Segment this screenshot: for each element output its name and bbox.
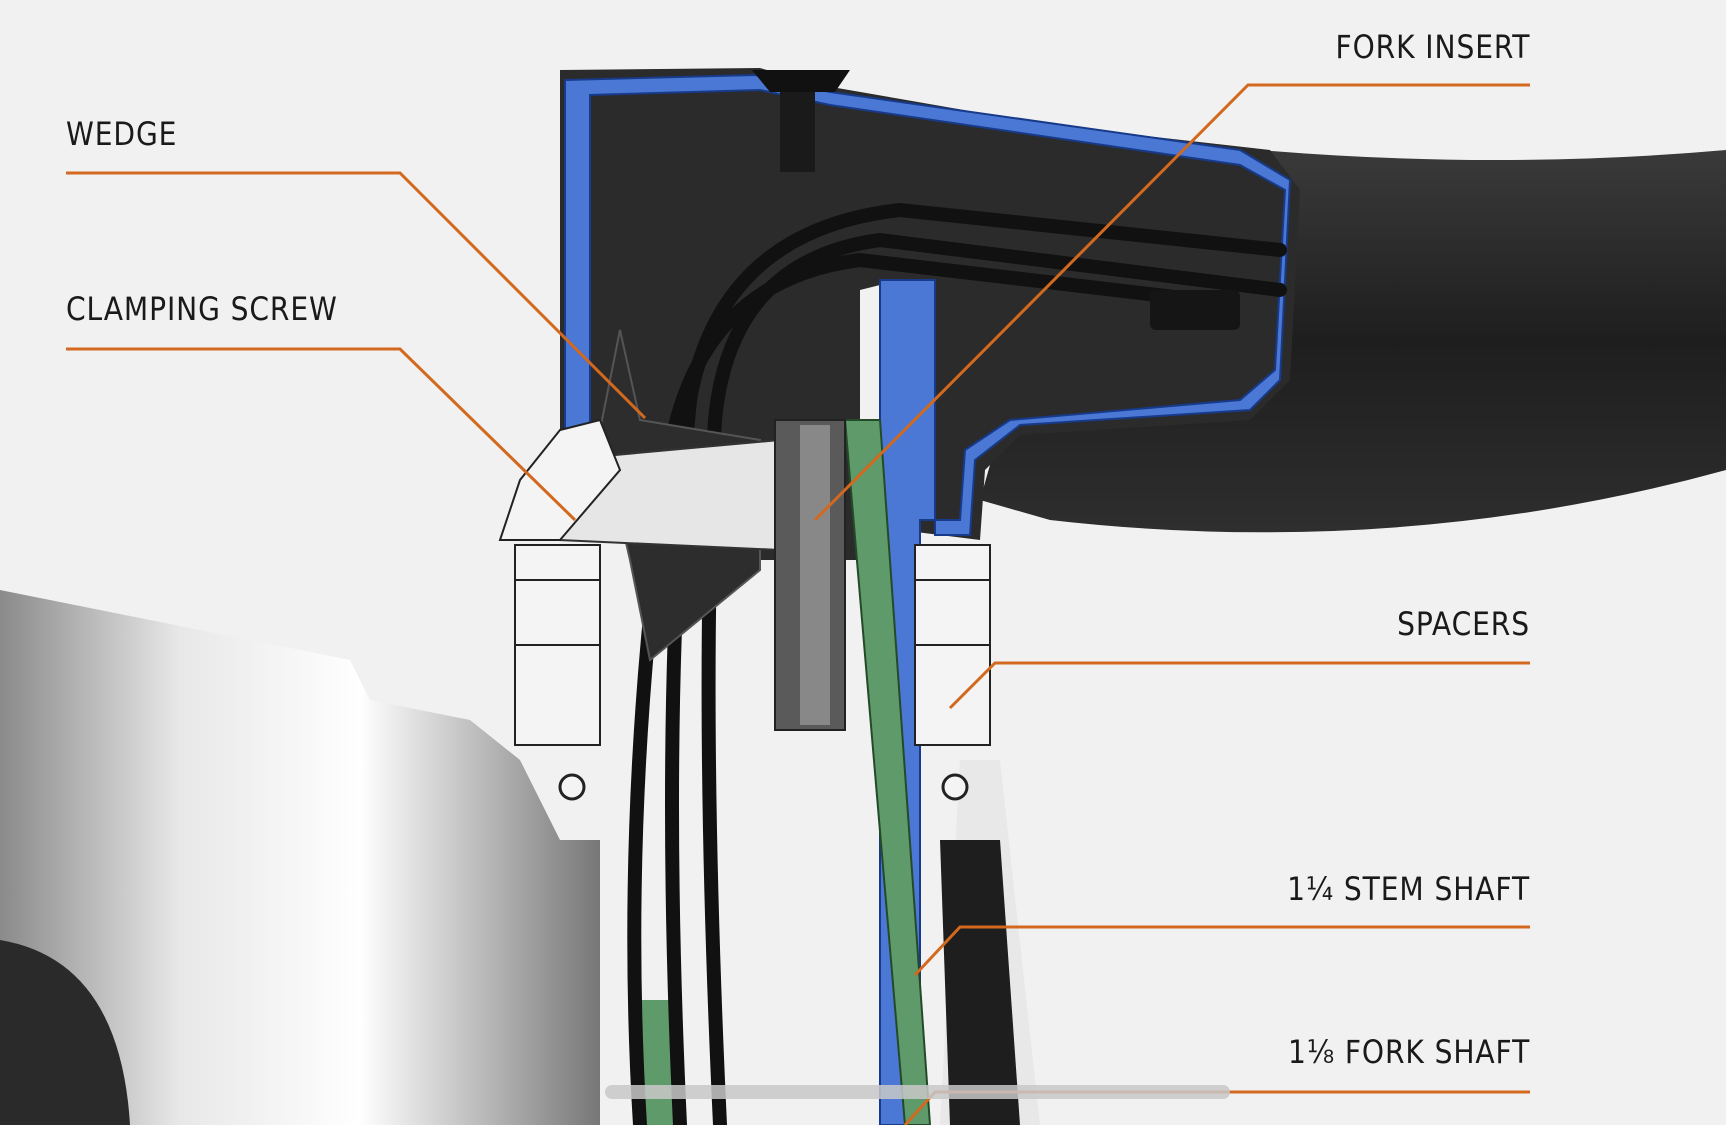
spacers-right xyxy=(914,544,991,746)
leader-fork-insert xyxy=(813,83,1530,522)
cable-connector xyxy=(1150,290,1240,330)
label-spacers: SPACERS xyxy=(1397,605,1530,643)
label-stem-shaft: 1¼ STEM SHAFT xyxy=(1287,870,1530,908)
frame-down-curve xyxy=(0,940,130,1125)
label-fork-insert: FORK INSERT xyxy=(1335,28,1530,66)
horizontal-scrollbar[interactable] xyxy=(605,1085,1230,1099)
leader-stem-shaft xyxy=(913,925,1530,977)
bearings xyxy=(558,773,969,801)
frame-top-tube xyxy=(0,590,600,1125)
spacers-left xyxy=(514,544,601,746)
leader-spacers xyxy=(948,661,1530,710)
handlebar xyxy=(980,150,1726,533)
label-wedge: WEDGE xyxy=(66,115,178,153)
label-fork-shaft: 1⅛ FORK SHAFT xyxy=(1287,1033,1530,1071)
fork-shaft-green xyxy=(843,419,932,1125)
leader-wedge xyxy=(66,171,647,420)
label-clamping-screw: CLAMPING SCREW xyxy=(66,290,338,328)
top-cap xyxy=(752,70,850,92)
leader-clamping-screw xyxy=(66,347,577,522)
